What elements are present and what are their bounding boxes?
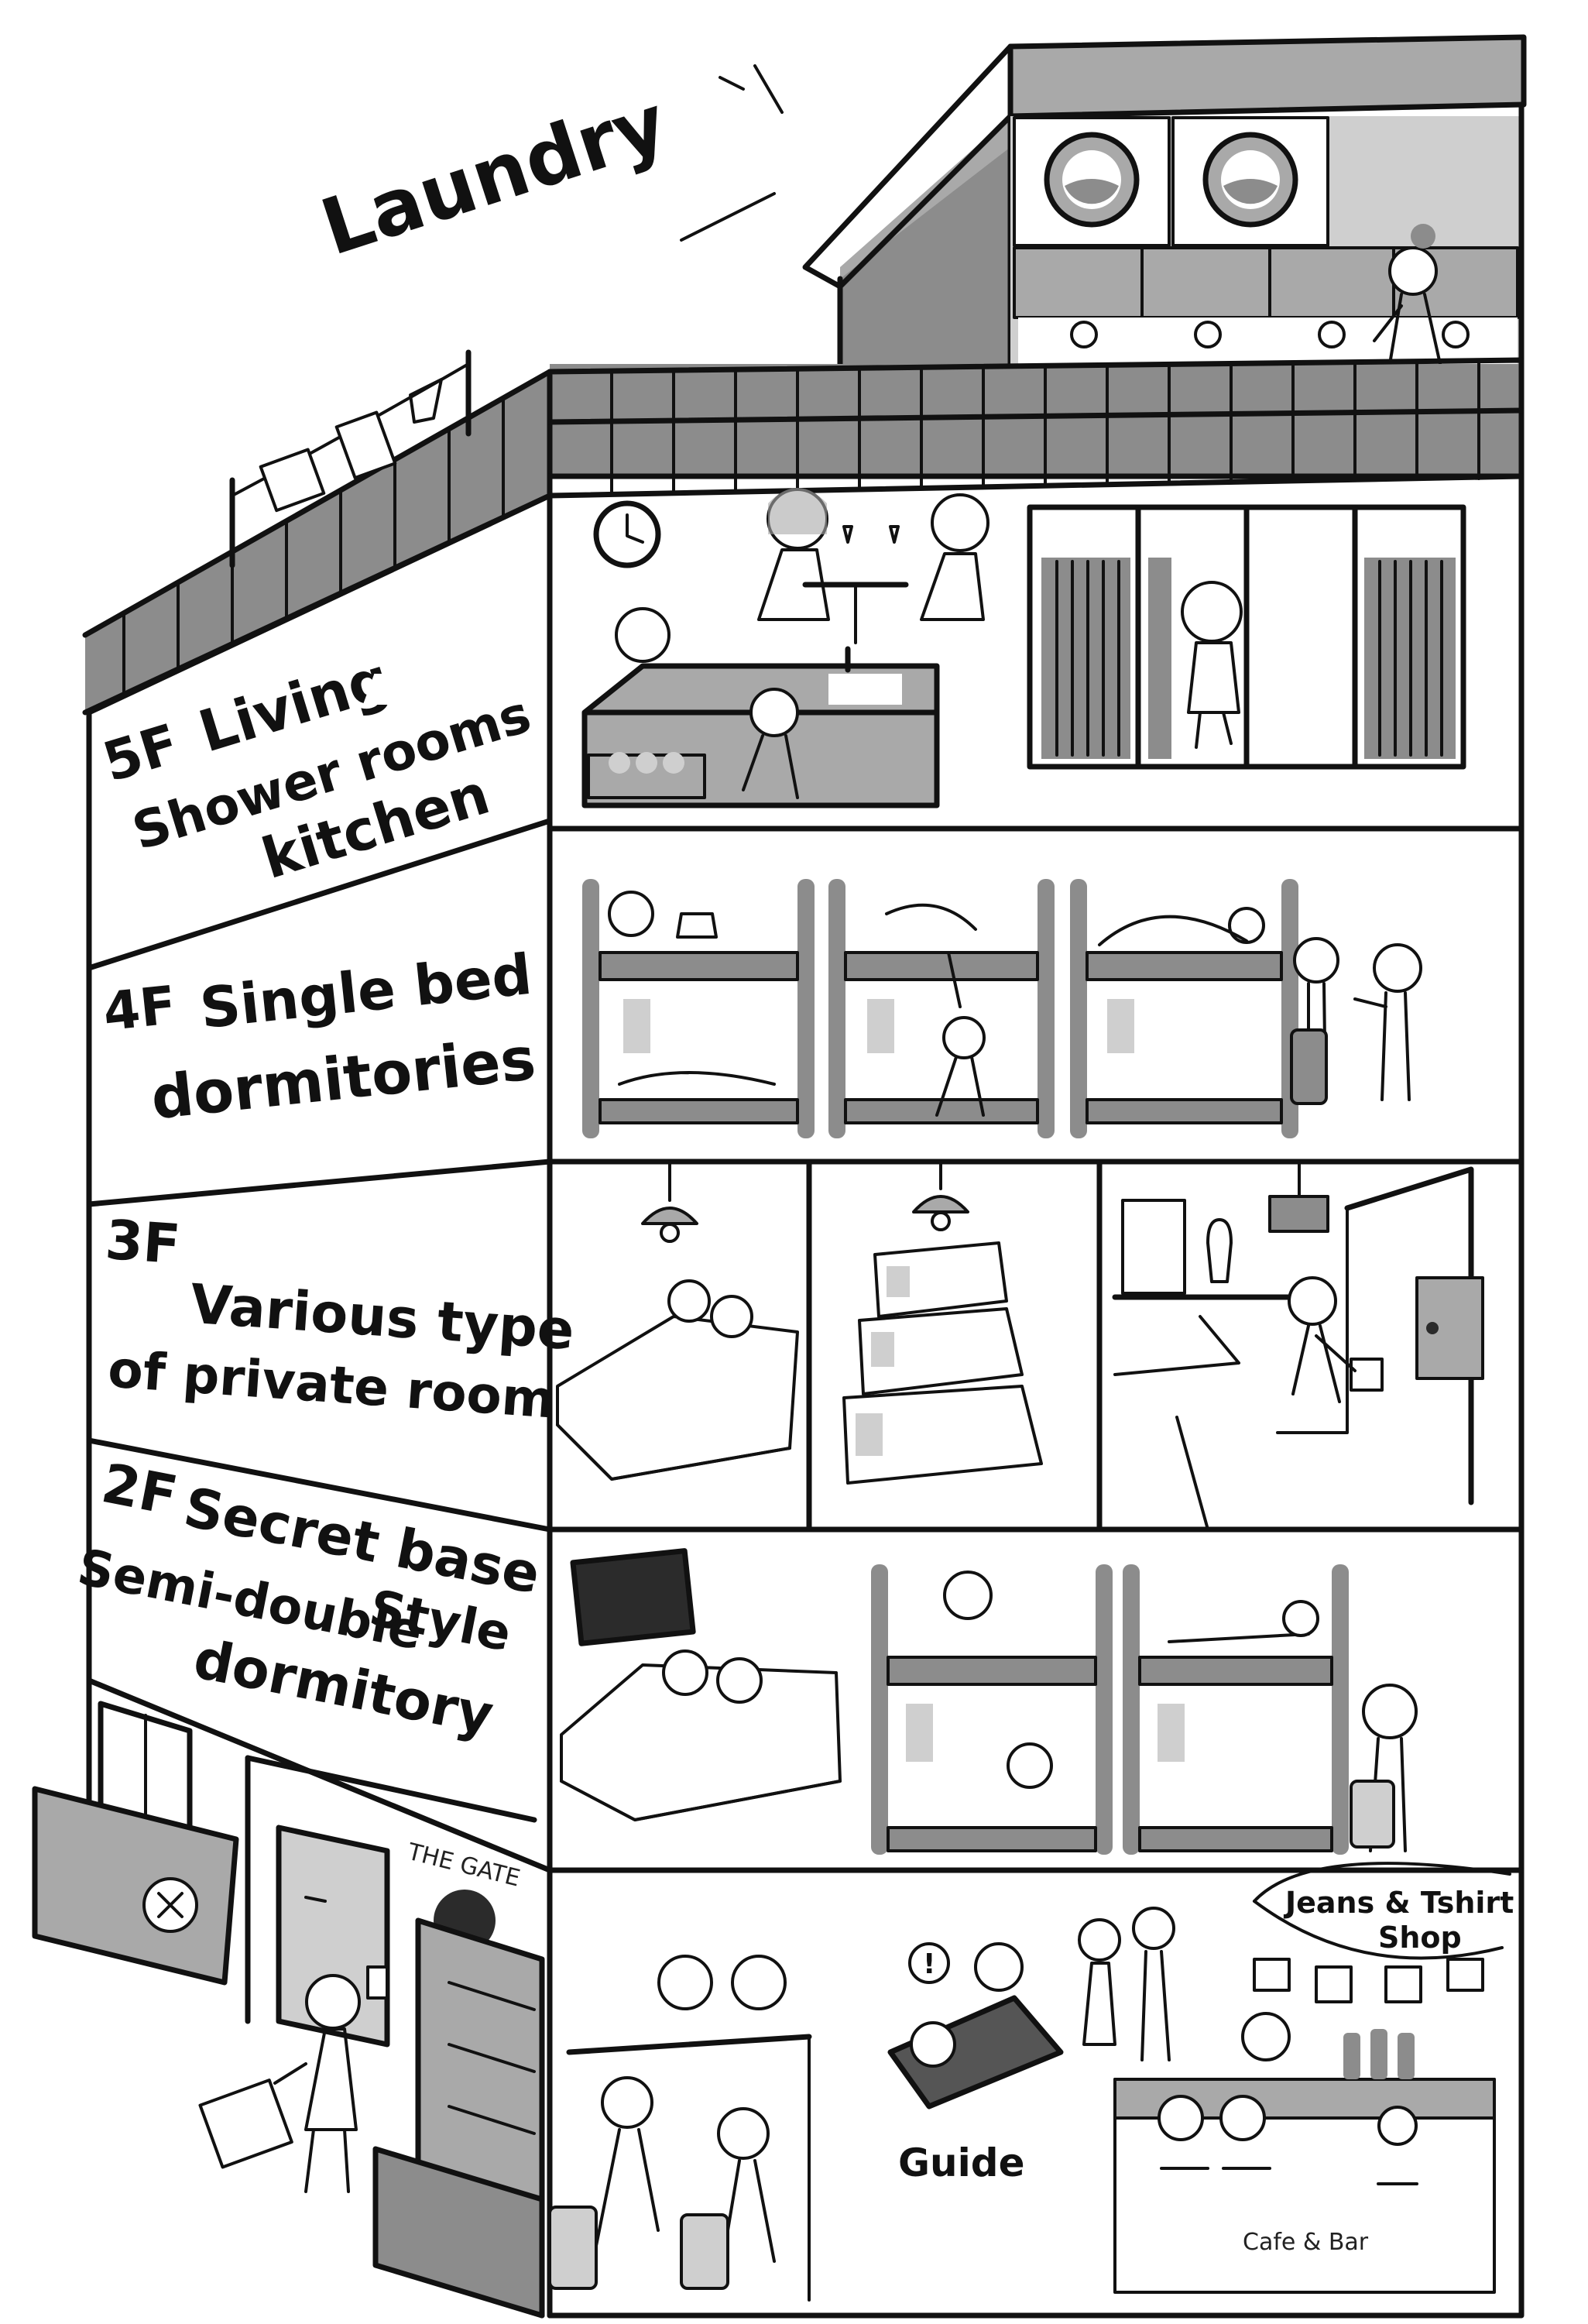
washing-machine-icon xyxy=(1171,116,1329,247)
wine-bottle-icon xyxy=(1343,2029,1415,2079)
rooftop-laundry xyxy=(680,34,1527,371)
washing-machine-icon xyxy=(1013,116,1171,247)
bunk-bed-icon xyxy=(871,1564,1113,1855)
bunk-bed-icon xyxy=(582,879,815,1138)
suitcase-icon xyxy=(198,2079,293,2169)
shop-sign-line1: Jeans & Tshirt xyxy=(1283,1886,1514,1920)
floor-4-number: 4F xyxy=(101,975,180,1043)
clock-icon xyxy=(593,500,661,568)
svg-text:!: ! xyxy=(923,1948,935,1980)
suitcase-icon xyxy=(680,2213,729,2290)
suitcase-icon xyxy=(1290,1028,1328,1105)
shower-curtain xyxy=(1041,558,1456,759)
door-icon xyxy=(1415,1276,1484,1380)
floor-3-number: 3F xyxy=(103,1208,182,1277)
cafe-bar-label: Cafe & Bar xyxy=(1243,2229,1369,2256)
laundry-person xyxy=(1373,224,1442,366)
floor-3-scene xyxy=(556,1159,1484,1533)
guide-label: Guide xyxy=(898,2140,1024,2185)
bunk-bed-icon xyxy=(1123,1564,1349,1855)
bunk-bed-icon xyxy=(828,879,1055,1138)
floor-4-scene xyxy=(582,879,1422,1138)
laundry-label: Laundry xyxy=(310,77,677,273)
lamp-icon xyxy=(641,1160,698,1243)
lamp-icon xyxy=(912,1160,969,1231)
suitcase-icon xyxy=(548,2206,598,2290)
floor-1-scene: ! Guide Jeans & Tshirt Shop Cafe & Bar xyxy=(548,1862,1514,2302)
entrance-facade: THE GATE xyxy=(32,1701,545,2319)
floor-2-label: 2F Secret base Style Semi-double dormito… xyxy=(73,1451,544,1747)
floor-2-number: 2F xyxy=(97,1451,182,1528)
suitcase-icon xyxy=(1350,1780,1395,1849)
shop-sign-line2: Shop xyxy=(1378,1921,1462,1955)
floor-5-scene xyxy=(362,488,1466,808)
roof-railing xyxy=(82,349,1525,716)
floor-2-scene xyxy=(560,1548,1418,1855)
bunk-bed-icon xyxy=(1070,879,1298,1138)
